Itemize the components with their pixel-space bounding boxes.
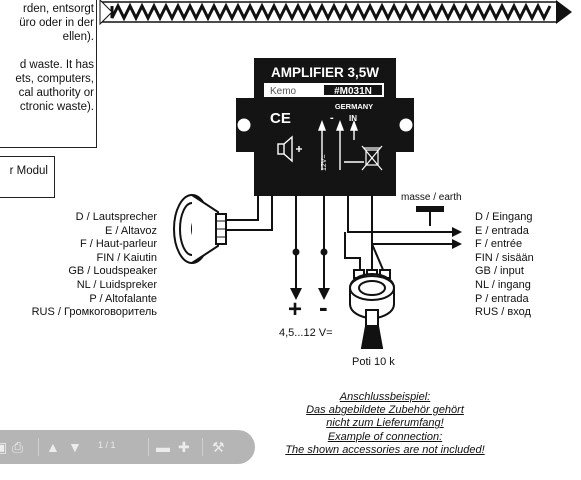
page-up-icon[interactable]: ▲ [46,439,60,455]
speaker-label: E / Altavoz [105,224,157,237]
model-label: #M031N [334,86,372,97]
input-label: GB / input [475,265,524,278]
input-label: E / entrada [475,224,529,237]
decorative-border [99,0,572,26]
plus-arrow-icon [290,288,302,300]
junction-dot [292,248,300,256]
input-label: D / Eingang [475,211,533,223]
speaker-label: P / Altofalante [89,292,157,305]
pin-arrows-icon [317,120,364,170]
input-labels: D / Eingang E / entrada F / entrée FIN /… [475,211,534,320]
notice-de-line: rden, entsorgt [23,3,94,15]
supply-plus-label: + [288,296,303,323]
modul-box: r Modul [0,156,55,198]
weee-bin-icon [361,145,383,171]
note-line: Das abgebildete Zubehör gehört [306,404,464,417]
speaker-label: NL / Luidspreker [76,278,157,291]
speaker-label: F / Haut-parleur [79,238,157,251]
page-down-icon[interactable]: ▼ [68,439,82,455]
input-label: FIN / sisään [475,251,534,264]
disposal-notice: rden, entsorgt üro oder in der ellen). d… [0,0,97,148]
modul-text: r Modul [9,165,48,177]
speaker-label: D / Lautsprecher [75,211,157,223]
input-label: F / entrée [475,238,523,251]
mount-hole [237,118,251,132]
connection-note: Anschlussbeispiel: Das abgebildete Zubeh… [262,391,508,457]
input-label: P / entrada [475,292,529,305]
input-label: NL / ingang [475,278,531,291]
loudspeaker-icon [173,194,227,264]
notice-en-line: ets, computers, [15,73,94,85]
notice-de-line: ellen). [62,31,94,43]
note-line: nicht zum Lieferumfang! [326,417,444,430]
supply-minus-label: - [319,292,328,322]
input-arrow-icon [452,239,462,249]
speaker-labels: D / Lautsprecher E / Altavoz F / Haut-pa… [0,211,157,320]
notice-de-line: üro oder in der [19,17,94,29]
minus-arrow-icon [318,288,330,300]
module-title: AMPLIFIER 3,5W [271,65,379,80]
save-icon[interactable]: ▣ [0,439,8,455]
junction-dot [320,248,328,256]
ce-mark: CE [270,110,291,127]
supply-pin-label: 12V= [321,154,328,171]
in-label: IN [349,114,357,123]
input-label: RUS / вход [475,306,531,319]
amplifier-module: AMPLIFIER 3,5W Kemo #M031N GERMANY CE IN… [236,58,414,196]
page-indicator: 1 / 1 [98,440,116,450]
voltage-label: 4,5...12 V= [279,327,333,339]
poti-label: Poti 10 k [352,356,395,368]
country-label: GERMANY [335,102,373,111]
potentiometer-icon [349,269,395,349]
mount-hole [399,118,413,132]
speaker-symbol-icon [277,135,302,163]
pdf-toolbar: ▣ ⎙ ▲ ▼ 1 / 1 ▬ ✚ ⚒ [0,430,255,464]
ground-symbol-icon [416,206,444,212]
speaker-label: GB / Loudspeaker [68,265,157,278]
note-line: The shown accessories are not included! [285,443,485,456]
tools-icon[interactable]: ⚒ [212,439,225,455]
minus-pin-label: - [330,112,334,124]
zoom-out-icon[interactable]: ▬ [156,439,170,455]
notice-en-line: ctronic waste). [19,101,94,113]
note-line: Example of connection: [327,430,443,443]
print-icon[interactable]: ⎙ [12,439,24,455]
notice-en-line: cal authority or [18,87,94,99]
input-arrow-icon [452,227,462,237]
notice-en-line: d waste. It has [19,59,94,71]
zoom-in-icon[interactable]: ✚ [178,439,190,455]
speaker-label: RUS / Громкоговоритель [31,306,157,319]
brand-label: Kemo [270,86,297,97]
ground-label: masse / earth [401,192,462,203]
note-line: Anschlussbeispiel: [339,391,431,403]
speaker-label: FIN / Kaiutin [96,251,157,264]
